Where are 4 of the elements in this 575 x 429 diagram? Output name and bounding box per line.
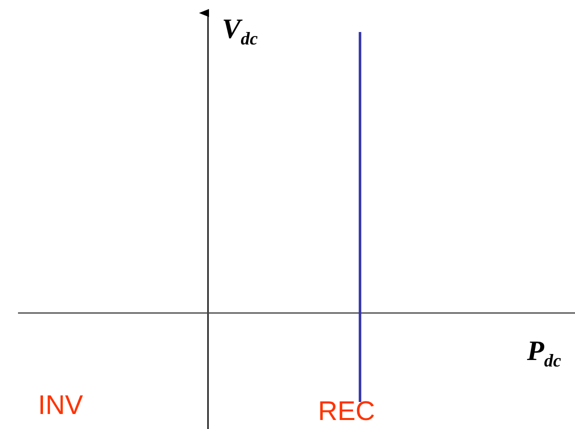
region-label: INV	[38, 392, 84, 419]
axis-label: P$_{dc}$	[527, 338, 562, 370]
region-label: REC	[318, 398, 376, 425]
axis-label: V$_{dc}$	[222, 16, 258, 48]
